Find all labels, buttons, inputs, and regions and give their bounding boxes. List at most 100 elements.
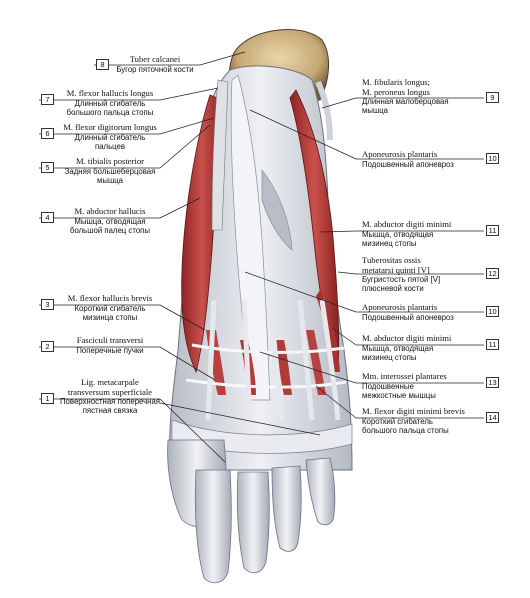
leader-left-4 <box>39 197 201 219</box>
label-number-9: 9 <box>486 92 499 103</box>
latin-term: M. flexor hallucis brevis <box>67 293 153 303</box>
label-number-8: 8 <box>96 59 109 70</box>
label-abductor-digiti-minimi-lower: M. abductor digiti minimi Мышца, отводящ… <box>362 333 482 362</box>
latin-term: M. abductor digiti minimi <box>362 219 452 229</box>
latin-term-line-2: metatarsi quinti [V] <box>362 264 430 275</box>
latin-term: Mm. interossei plantares <box>362 371 447 381</box>
label-fibularis-longus: M. fibularis longus; M. peroneus longus … <box>362 77 472 116</box>
label-aponeurosis-plantaris-upper: Aponeurosis plantaris Подошвенный апонев… <box>362 149 482 169</box>
russian-term-line-2: мизинец стопы <box>362 352 417 362</box>
russian-term-line-2: большого пальца стопы <box>66 107 154 117</box>
russian-term-line-2: пястная связка <box>82 406 138 416</box>
leader-right-9 <box>321 97 484 109</box>
aponeurosis-window <box>261 169 293 251</box>
russian-term-line-2: мизинец стопы <box>362 238 417 248</box>
label-interossei-plantares: Mm. interossei plantares Подошвенные меж… <box>362 371 482 399</box>
label-number-10-lower: 10 <box>486 306 499 317</box>
leader-left-7 <box>39 87 219 101</box>
label-number-6: 6 <box>41 128 54 139</box>
latin-term-line-1: M. fibularis longus; <box>362 77 431 87</box>
label-number-7: 7 <box>41 94 54 105</box>
label-flexor-hallucis-brevis: M. flexor hallucis brevis Короткий сгиба… <box>55 293 165 322</box>
label-flexor-digiti-minimi-brevis: M. flexor digiti minimi brevis Короткий … <box>362 406 482 435</box>
fasciculi-transversi <box>185 343 347 389</box>
label-tuberositas-metatarsi-quinti: Tuberositas ossis metatarsi quinti [V] Б… <box>362 255 482 293</box>
russian-term-line-1: Мышца, отводящая <box>362 343 434 353</box>
leader-left-1 <box>39 398 321 463</box>
label-lig-metacarpale-transversum: Lig. metacarpale transversum superficial… <box>55 377 165 416</box>
russian-term-line-1: Длинный сгибатель <box>74 132 146 142</box>
label-fasciculi-transversi: Fasciculi transversi Поперечные пучки <box>55 335 165 355</box>
label-number-4: 4 <box>41 212 54 223</box>
label-number-14: 14 <box>486 412 499 423</box>
label-number-2: 2 <box>41 341 54 352</box>
leader-right-10a <box>249 109 484 160</box>
label-flexor-hallucis-longus: M. flexor hallucis longus Длинный сгибат… <box>55 88 165 117</box>
label-number-3: 3 <box>41 299 54 310</box>
latin-term-line-1: Tuberositas ossis <box>362 255 421 265</box>
toe-3 <box>236 471 270 574</box>
russian-term-line-1: Задняя большеберцовая <box>64 166 156 176</box>
latin-term: M. flexor digitorum longus <box>63 122 157 132</box>
latin-term: Aponeurosis plantaris <box>362 302 438 312</box>
latin-term: Tuber calcanei <box>129 54 181 64</box>
latin-term-line-2: transversum superficiale <box>67 386 153 397</box>
russian-term: Подошвенный апоневроз <box>362 312 454 322</box>
leader-left-3 <box>39 304 206 331</box>
leader-right-10b <box>244 271 484 313</box>
label-number-1: 1 <box>41 393 54 404</box>
russian-term: Поперечные пучки <box>76 345 144 355</box>
russian-term: Подошвенный апоневроз <box>362 159 454 169</box>
russian-term: Бугор пяточной кости <box>116 64 194 74</box>
label-flexor-digitorum-longus: M. flexor digitorum longus Длинный сгиба… <box>55 122 165 151</box>
label-number-10-upper: 10 <box>486 153 499 164</box>
label-abductor-digiti-minimi-upper: M. abductor digiti minimi Мышца, отводящ… <box>362 219 482 248</box>
latin-term: Fasciculi transversi <box>76 335 144 345</box>
label-abductor-hallucis: M. abductor hallucis Мышца, отводящая бо… <box>55 206 165 234</box>
russian-term-line-1: Короткий сгибатель <box>74 303 146 313</box>
latin-term: Aponeurosis plantaris <box>362 149 438 159</box>
russian-term-line-1: Бугристость пятой [V] <box>362 275 441 285</box>
russian-term-line-2: мизинца стопы <box>82 312 138 322</box>
russian-term-line-1: Мышца, отводящая <box>362 229 434 239</box>
aponeurosis-slips <box>205 299 341 421</box>
label-tibialis-posterior: M. tibialis posterior Задняя большеберцо… <box>55 156 165 184</box>
label-aponeurosis-plantaris-lower: Aponeurosis plantaris Подошвенный апонев… <box>362 302 482 322</box>
leader-right-14 <box>315 385 484 419</box>
leader-right-12 <box>337 271 484 275</box>
leader-left-5 <box>39 124 211 169</box>
russian-term-line-1: Мышца, отводящая <box>74 216 146 226</box>
leader-left-6 <box>39 117 215 135</box>
flexor-tendons-medial <box>211 79 229 231</box>
label-number-11-lower: 11 <box>486 339 499 350</box>
label-tuber-calcanei: Tuber calcanei Бугор пяточной кости <box>110 54 200 74</box>
russian-term-line-2: пальцев <box>94 141 126 151</box>
russian-term-line-1: Подошвенные <box>362 381 414 391</box>
leader-right-11b <box>331 327 484 346</box>
latin-term: M. abductor digiti minimi <box>362 333 452 343</box>
toe-5 <box>305 457 336 526</box>
toe-2 <box>194 469 232 584</box>
leader-right-11a <box>319 230 484 233</box>
leader-left-8 <box>94 51 246 66</box>
toes <box>167 439 336 584</box>
leader-right-13 <box>259 351 484 384</box>
latin-term-line-2: M. peroneus longus <box>362 86 431 97</box>
label-number-11-upper: 11 <box>486 225 499 236</box>
latin-term: M. abductor hallucis <box>74 206 146 216</box>
russian-term-line-2: мышца <box>362 106 389 116</box>
russian-term-line-1: Поверхностная поперечная <box>59 397 161 407</box>
label-number-5: 5 <box>41 162 54 173</box>
latin-term: M. flexor digiti minimi brevis <box>362 406 465 416</box>
latin-term-line-1: Lig. metacarpale <box>81 377 139 387</box>
russian-term-line-1: Короткий сгибатель <box>362 416 433 426</box>
label-number-13: 13 <box>486 377 499 388</box>
latin-term: M. flexor hallucis longus <box>66 88 154 98</box>
russian-term-line-1: Длинная малоберцовая <box>362 97 449 107</box>
russian-term-line-2: большого пальца стопы <box>362 425 449 435</box>
leader-left-2 <box>39 346 216 381</box>
russian-term-line-1: Длинный сгибатель <box>74 98 146 108</box>
